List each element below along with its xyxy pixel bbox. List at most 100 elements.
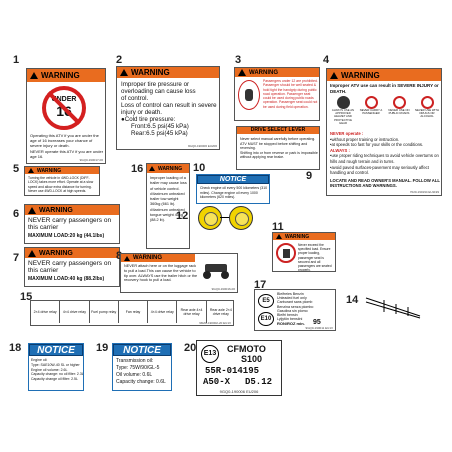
under-16-never-text: NEVER operate this ATV if you are under … [30, 149, 104, 159]
warning-label-passengers: WARNING Passengers under 12 are prohibit… [234, 67, 320, 121]
warning-word: WARNING [133, 255, 162, 261]
relay-cell: 4×4 drive relay [60, 301, 90, 323]
notice-label-engine-oil-check: NOTICE Check engine oil every 500 kilome… [196, 174, 270, 204]
under-16-prohibition-icon: UNDER 16 [42, 86, 86, 130]
approval-code-2-left: A50-X [203, 377, 231, 387]
carrier-text: NEVER carry passengers on this carrier M… [28, 260, 119, 284]
warning-label-carrier-20kg: WARNING NEVER carry passengers on this c… [24, 204, 120, 244]
label-number-6: 6 [13, 208, 20, 220]
warning-label-luggage-rack: WARNING NEVER attach here or on the lugg… [120, 253, 238, 293]
warning-word: WARNING [41, 71, 80, 80]
warning-triangle-icon [238, 69, 246, 76]
warning-header: WARNING [235, 68, 319, 77]
part-number: 9GQ0-190006 EU206 [219, 389, 259, 394]
warning-word: WARNING [285, 233, 310, 240]
no-public-roads-icon: NEVER USE ON PUBLIC ROADS [386, 96, 412, 122]
part-number: 9GQ0-190017-00 [79, 158, 103, 162]
ron-label: RON/ROZ min. [277, 321, 305, 326]
warning-triangle-icon [149, 166, 155, 171]
relay-cell: Fuel pump relay [90, 301, 119, 323]
warning-header: WARNING [25, 248, 119, 258]
fuel-type-label: E5 E10 Bleifreies Benzin Unleaded fuel o… [254, 289, 336, 331]
label-number-9: 9 [306, 170, 313, 182]
warning-label-under-16: WARNING UNDER 16 Operating this ATV if y… [26, 68, 106, 164]
e10-mark: E10 [258, 312, 274, 326]
part-number: 9MAV-190002-20 EU1V [199, 321, 231, 325]
warning-word: WARNING [37, 167, 62, 174]
improper-use-instructions: NEVER operate : •without proper training… [330, 131, 440, 189]
warning-word: WARNING [341, 70, 380, 80]
warning-triangle-icon [120, 69, 128, 76]
atv-tow-icon [201, 260, 235, 280]
drive-select-header: DRIVE SELECT LEVER [237, 127, 319, 134]
warning-header: WARNING [25, 205, 119, 215]
warning-triangle-icon [28, 249, 36, 257]
notice-label-engine-oil: NOTICE Engine oil: Type: SAE10W-40 SL or… [28, 343, 84, 391]
label-number-19: 19 [96, 342, 109, 354]
relay-cell: 2×4 drive relay [31, 301, 61, 323]
label-number-1: 1 [13, 54, 20, 66]
luggage-rack-body-text: NEVER attach here or on the luggage rack… [124, 264, 198, 283]
part-number: 9GQ0-190011 EU1V [305, 326, 333, 330]
label-number-4: 4 [323, 54, 330, 66]
relay-cell: Rear axle 4×4 drive relay [177, 301, 207, 323]
warning-triangle-icon [276, 234, 282, 239]
sign-under-text: UNDER [51, 96, 77, 103]
warning-label-load: WARNING Never exceed the specified load.… [272, 232, 336, 272]
notice-header: NOTICE [197, 175, 269, 184]
label-number-3: 3 [235, 54, 242, 66]
label-number-12: 12 [176, 210, 189, 222]
warning-triangle-icon [124, 255, 130, 261]
tire-pressure-text: Improper tire pressure or overloading ca… [121, 81, 219, 137]
approval-code-1: 55R-014195 [205, 366, 260, 376]
warning-header: WARNING [25, 167, 99, 174]
brand-name: CFMOTO [227, 344, 266, 354]
warning-word: WARNING [39, 206, 73, 214]
warning-word: WARNING [249, 69, 278, 76]
oil-check-body-text: Check engine oil every 500 kilometers (3… [200, 186, 268, 199]
tire-line-3: of control. [121, 95, 149, 102]
tire-line-4: Loss of control can result in severe [121, 102, 217, 109]
helmet-icon: ALWAYS USE AN APPROVED HELMET AND PROTEC… [330, 96, 356, 124]
label-number-15: 15 [20, 291, 33, 303]
warning-header: WARNING [327, 69, 441, 81]
warning-triangle-icon [28, 168, 34, 173]
improper-use-headline: Improper ATV use can result in SEVERE IN… [330, 83, 439, 94]
max-load-20kg: MAXIMUM LOAD:20 kg (44.1lbs) [28, 233, 105, 240]
warning-header: WARNING [273, 233, 335, 240]
warning-label-carrier-40kg: WARNING NEVER carry passengers on this c… [24, 247, 120, 287]
under-16-body-text: Operating this ATV if you are under the … [30, 133, 99, 148]
label-number-14: 14 [346, 294, 359, 306]
label-number-10: 10 [193, 162, 206, 174]
carrier-text: NEVER carry passengers on this carrier M… [28, 217, 119, 241]
harness-clip-drawing [365, 297, 421, 319]
max-load-40kg: MAXIMUM LOAD:40 kg (88.2lbs) [28, 276, 105, 283]
relay-table-row: 2×4 drive relay 4×4 drive relay Fuel pum… [31, 301, 233, 323]
warning-header: WARNING [27, 69, 105, 82]
label-number-16: 16 [131, 163, 144, 175]
warning-header: WARNING [121, 254, 195, 262]
safety-icons-row: ALWAYS USE AN APPROVED HELMET AND PROTEC… [330, 96, 440, 124]
notice-label-transmission-oil: NOTICE Transmission oil: Type: 75W/90/GL… [112, 343, 172, 391]
relay-cell: Fan relay [119, 301, 149, 323]
label-number-8: 8 [116, 250, 122, 262]
warning-label-4wd-lock: WARNING Turning the vehicle in 4WD-LOCK … [24, 166, 100, 196]
label-number-11: 11 [272, 221, 284, 233]
load-body-text: Never exceed the specified load. Ensure … [298, 243, 332, 272]
warning-word: WARNING [39, 249, 73, 257]
notice-header: NOTICE [29, 344, 83, 356]
part-number: 7020-190194 EU1199 [409, 190, 439, 194]
label-number-5: 5 [13, 163, 20, 175]
e5-mark: E5 [258, 294, 274, 308]
notice-header: NOTICE [113, 344, 171, 356]
4wd-lock-body-text: Turning the vehicle in 4WD-LOCK (DIFF-LO… [28, 176, 94, 193]
no-alcohol-icon: NEVER USE WITH DRUGS OR ALCOHOL [414, 96, 440, 122]
warning-triangle-icon [28, 206, 36, 214]
warning-word: WARNING [158, 165, 183, 172]
warning-triangle-icon [30, 72, 38, 79]
trailer-body-text: Improper loading of a trailer may cause … [150, 176, 187, 223]
label-number-2: 2 [116, 54, 123, 66]
rear-tire-pressure: Rear:6.5 psi(45 kPa) [131, 130, 188, 137]
warning-header: WARNING [117, 67, 219, 78]
engine-oil-lines: Engine oil: Type: SAE10W-40 SL or higher… [31, 358, 84, 382]
